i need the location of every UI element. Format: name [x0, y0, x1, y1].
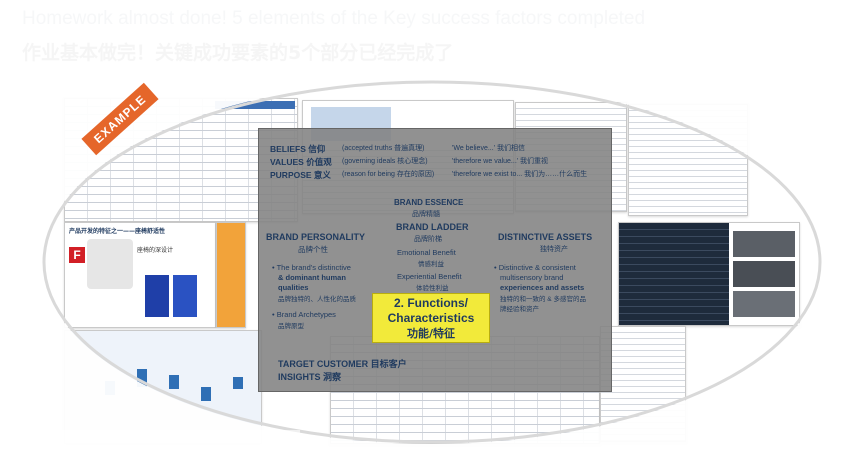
functions-cn: 功能/特征 [406, 327, 456, 340]
personality-bullet-1d: 品牌独特的、人性化的品质 [278, 296, 356, 303]
spreadsheet-header [215, 101, 295, 109]
assets-bullet-b: multisensory brand [500, 273, 564, 282]
functions-line-1: 2. Functions/ [393, 296, 468, 310]
thumbnail-orange-strip [216, 222, 246, 328]
personality-bullet-2a: • Brand Archetypes [272, 310, 336, 319]
purpose-label: PURPOSE 意义 [270, 170, 331, 180]
beliefs-definition: (accepted truths 普遍真理) [342, 145, 425, 152]
seat-image [87, 239, 133, 289]
experiential-benefit-cn: 体验性利益 [416, 285, 449, 292]
insights: INSIGHTS 洞察 [278, 372, 342, 382]
brand-ladder-title: BRAND LADDER [396, 222, 469, 232]
experiential-benefit: Experiential Benefit [397, 272, 462, 281]
thumbnail-list [628, 104, 748, 216]
car-image-3 [733, 291, 795, 317]
emotional-benefit-cn: 情感利益 [418, 261, 444, 268]
boxplot-box-2 [137, 369, 147, 387]
brand-essence-title: BRAND ESSENCE [394, 198, 464, 207]
assets-bullet-c: experiences and assets [500, 283, 585, 292]
car-image-1 [733, 231, 795, 257]
personality-bullet-1b: & dominant human [278, 273, 346, 282]
pressure-map-1 [145, 275, 169, 317]
brand-framework-panel [258, 128, 612, 392]
personality-bullet-2b: 品牌原型 [278, 323, 304, 330]
distinctive-assets-cn: 独特资产 [540, 246, 568, 253]
assets-bullet-d: 独特的和一致的 & 多感官的品 [500, 296, 586, 303]
list-lines [629, 105, 747, 215]
purpose-example: 'therefore we exist to... 我们为……什么而生 [452, 171, 588, 178]
personality-bullet-1a: • The brand's distinctive [272, 263, 351, 272]
boxplot-box-3 [169, 375, 179, 389]
dark-table-rows [619, 223, 729, 325]
brand-essence-cn: 品牌精髓 [412, 211, 440, 218]
table-right-lines [601, 327, 685, 441]
beliefs-label: BELIEFS 信仰 [270, 144, 326, 154]
functions-line-2: Characteristics [387, 311, 475, 325]
design-label: 座椅的深设计 [137, 247, 174, 254]
pressure-map-2 [173, 275, 197, 317]
brand-personality-cn: 品牌个性 [298, 245, 328, 254]
functions-characteristics-box: 2. Functions/ Characteristics 功能/特征 [372, 293, 490, 343]
boxplot-box-5 [233, 377, 243, 389]
target-customer: TARGET CUSTOMER 目标客户 [278, 359, 407, 369]
values-label: VALUES 价值观 [270, 157, 332, 167]
beliefs-example: 'We believe...' 我们相信 [452, 145, 525, 152]
boxplot-box-4 [201, 387, 211, 401]
boxplot-box-1 [105, 381, 115, 395]
emotional-benefit: Emotional Benefit [397, 248, 456, 257]
purpose-definition: (reason for being 存在的原因) [342, 171, 435, 178]
distinctive-assets-title: DISTINCTIVE ASSETS [498, 232, 593, 242]
car-image-2 [733, 261, 795, 287]
personality-bullet-1c: qualities [278, 283, 309, 292]
assets-bullet-a: • Distinctive & consistent [494, 263, 576, 272]
values-definition: (governing ideals 核心理念) [342, 158, 428, 165]
product-slide-logo: F [69, 247, 85, 263]
thumbnail-boxplot [64, 330, 262, 444]
brand-ladder-cn: 品牌阶梯 [414, 236, 442, 243]
values-example: 'therefore we value...' 我们重视 [452, 158, 549, 165]
assets-bullet-e: 牌经验和资产 [500, 306, 539, 313]
thumbnail-product-slide: 产品开发的特征之一——座椅舒适性 F 座椅的深设计 [64, 222, 216, 328]
brand-personality-title: BRAND PERSONALITY [266, 232, 366, 242]
thumbnail-table-right [600, 326, 686, 442]
thumbnail-dark-table [618, 222, 800, 326]
product-slide-title: 产品开发的特征之一——座椅舒适性 [69, 228, 166, 235]
